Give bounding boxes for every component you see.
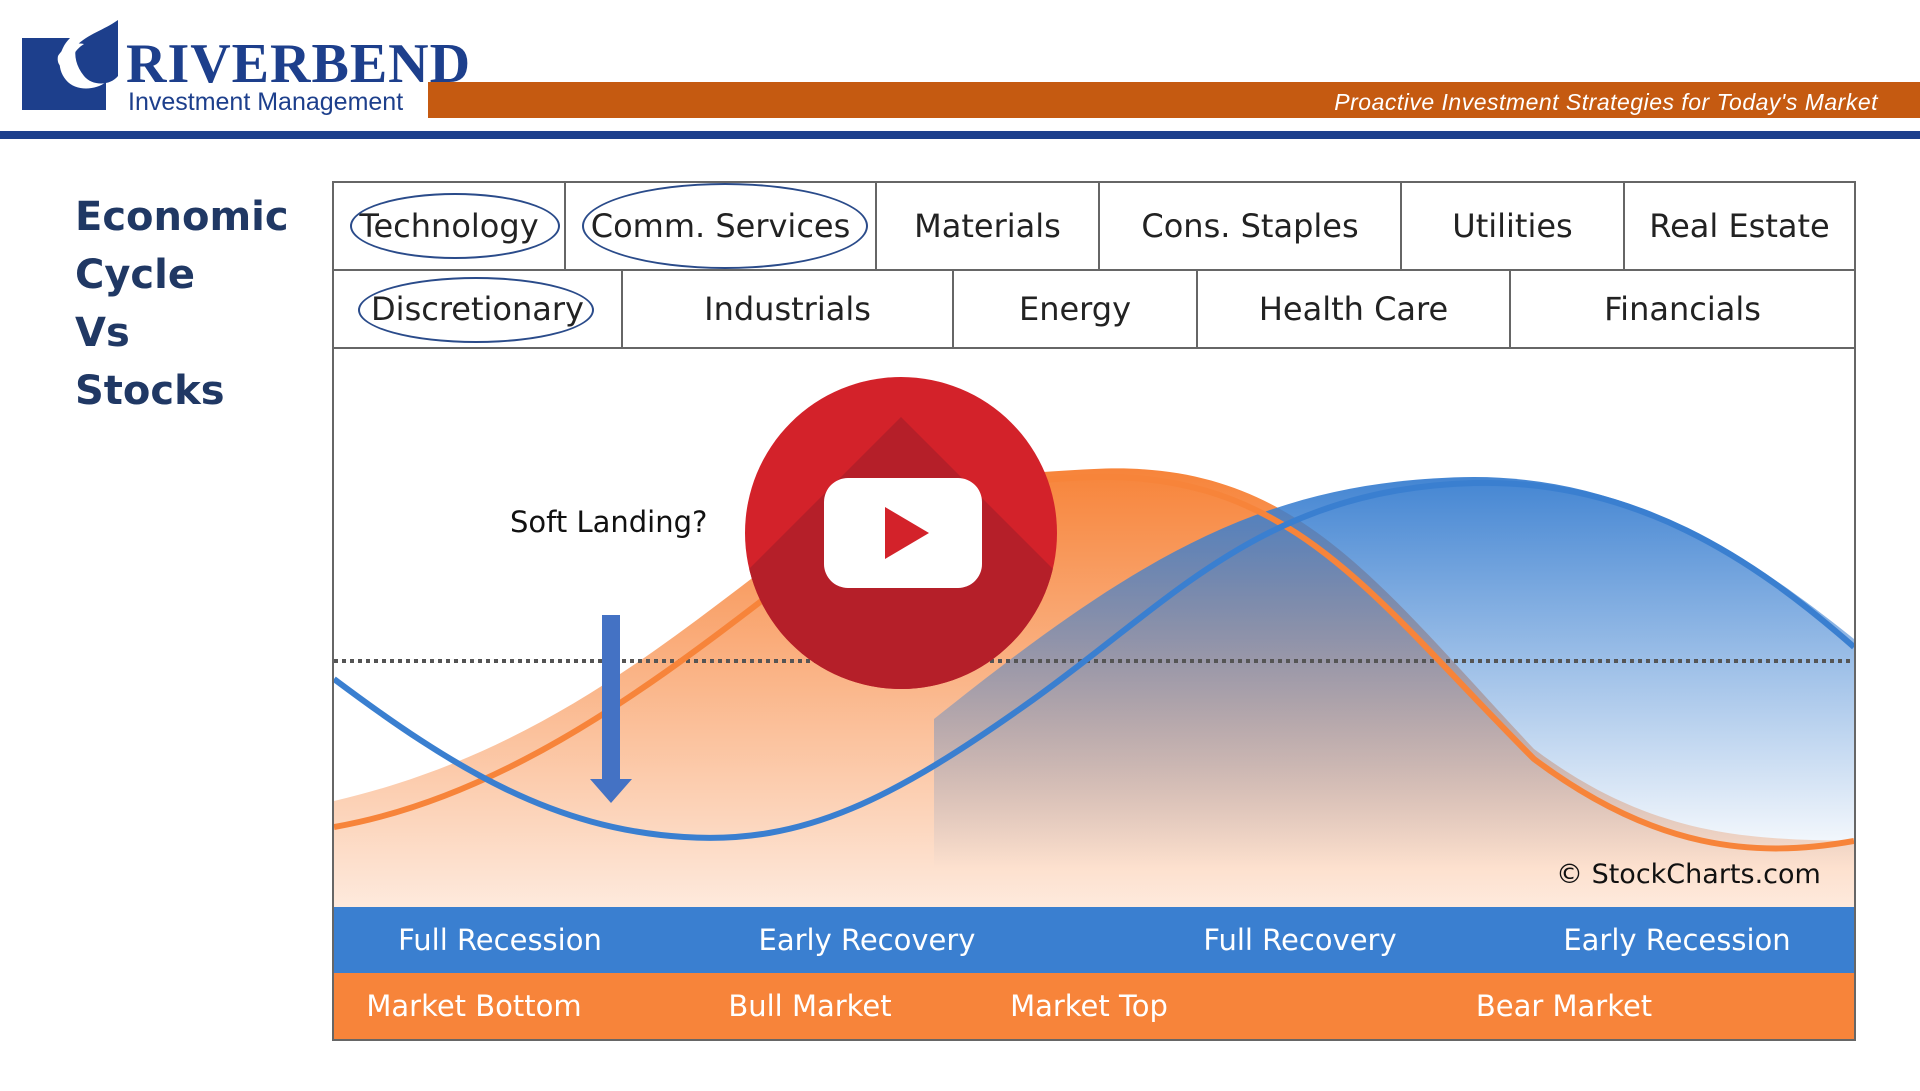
market-phase-label: Bull Market	[728, 989, 892, 1023]
slide-title: Economic Cycle Vs Stocks	[75, 188, 289, 420]
brand-subtitle: Investment Management	[128, 88, 404, 116]
market-phase-label: Market Bottom	[366, 989, 582, 1023]
sector-industrials: Industrials	[623, 271, 954, 347]
soft-landing-arrow-head	[590, 779, 632, 803]
sector-label: Real Estate	[1649, 207, 1830, 245]
sector-label: Financials	[1604, 290, 1761, 328]
sector-energy: Energy	[954, 271, 1198, 347]
tagline: Proactive Investment Strategies for Toda…	[1334, 89, 1878, 115]
highlight-ring	[582, 183, 868, 269]
soft-landing-label: Soft Landing?	[510, 505, 708, 539]
market-phase-label: Market Top	[1010, 989, 1168, 1023]
slide-title-line: Economic	[75, 194, 289, 240]
play-triangle-icon	[885, 507, 929, 559]
sector-cons-staples: Cons. Staples	[1100, 183, 1402, 269]
sector-materials: Materials	[877, 183, 1100, 269]
sector-real-estate: Real Estate	[1625, 183, 1854, 269]
market-phase-band: Market Bottom Bull Market Market Top Bea…	[334, 973, 1854, 1039]
sector-discretionary: Discretionary	[334, 271, 623, 347]
slide-title-line: Vs	[75, 310, 130, 356]
video-play-button[interactable]	[745, 377, 1057, 689]
highlight-ring	[358, 277, 594, 343]
sector-utilities: Utilities	[1402, 183, 1625, 269]
market-phase-label: Bear Market	[1475, 989, 1653, 1023]
economy-phase-label: Full Recession	[398, 923, 602, 957]
riverbend-wave-icon	[22, 20, 118, 110]
header-band	[428, 82, 1920, 118]
cycle-diagram: Technology Comm. Services Materials Cons…	[332, 181, 1856, 1041]
sector-row-2: Discretionary Industrials Energy Health …	[334, 271, 1854, 349]
sector-technology: Technology	[334, 183, 566, 269]
slide-title-line: Stocks	[75, 368, 225, 414]
credit-text: © StockCharts.com	[1556, 859, 1821, 890]
sector-label: Cons. Staples	[1141, 207, 1359, 245]
economy-phase-label: Full Recovery	[1203, 923, 1397, 957]
sector-financials: Financials	[1511, 271, 1854, 347]
sector-label: Industrials	[704, 290, 871, 328]
header-divider	[0, 131, 1920, 139]
economy-phase-band: Full Recession Early Recovery Full Recov…	[334, 907, 1854, 973]
economy-phase-label: Early Recovery	[758, 923, 976, 957]
soft-landing-arrow-shaft	[602, 615, 620, 783]
economy-curve	[334, 479, 1854, 841]
sector-label: Health Care	[1258, 290, 1449, 328]
economy-curve-fill	[934, 477, 1854, 999]
highlight-ring	[350, 193, 560, 259]
economy-phase-label: Early Recession	[1563, 923, 1791, 957]
sector-health-care: Health Care	[1198, 271, 1511, 347]
sector-label: Materials	[914, 207, 1061, 245]
slide-title-line: Cycle	[75, 252, 195, 298]
sector-comm-services: Comm. Services	[566, 183, 877, 269]
sector-label: Energy	[1018, 290, 1132, 328]
riverbend-logo: RIVERBEND Investment Management	[18, 16, 470, 121]
brand-name: RIVERBEND	[126, 33, 472, 95]
sector-label: Utilities	[1452, 207, 1573, 245]
cycle-curves	[334, 468, 1854, 999]
sector-row-1: Technology Comm. Services Materials Cons…	[334, 183, 1854, 271]
